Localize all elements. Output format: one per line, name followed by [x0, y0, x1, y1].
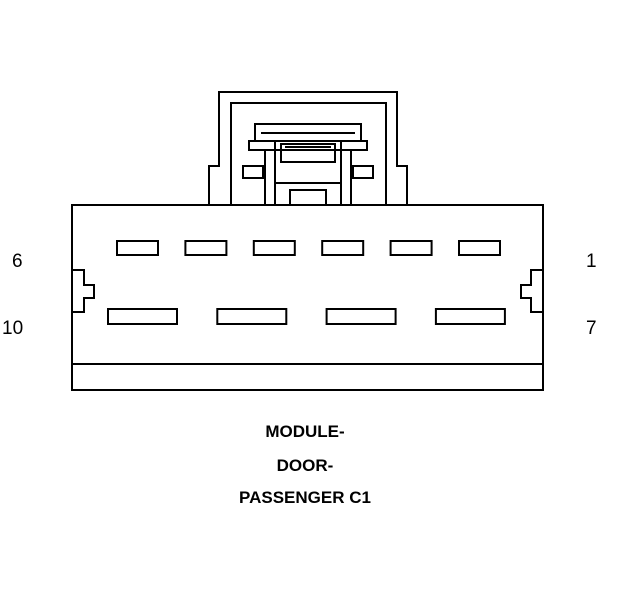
pin-label-7: 7: [586, 318, 597, 339]
right-side-notch: [520, 269, 543, 313]
left-side-notch: [72, 269, 95, 313]
pin-label-6: 6: [12, 251, 23, 272]
pin-cavity-bottom: [216, 308, 288, 325]
pin-cavity-top: [458, 240, 501, 256]
pin-label-10: 10: [2, 318, 24, 339]
caption-line-passenger: PASSENGER C1: [239, 488, 371, 507]
pin-cavity-top: [252, 240, 296, 256]
pin-cavity-top: [389, 240, 433, 256]
pin-row-top: [116, 240, 501, 256]
caption-line-door: DOOR-: [276, 456, 334, 475]
caption-line-module: MODULE-: [265, 422, 345, 441]
connector-body: [71, 204, 544, 391]
pin-cavity-bottom: [325, 308, 397, 325]
pin-row-bottom: [107, 308, 506, 325]
pin-cavity-top: [184, 240, 228, 256]
pin-label-1: 1: [586, 251, 597, 272]
connector-latch: [208, 91, 408, 206]
pin-cavity-bottom: [434, 308, 506, 325]
pin-cavity-top: [116, 240, 159, 256]
pin-cavity-bottom: [107, 308, 178, 325]
pin-cavity-top: [321, 240, 365, 256]
